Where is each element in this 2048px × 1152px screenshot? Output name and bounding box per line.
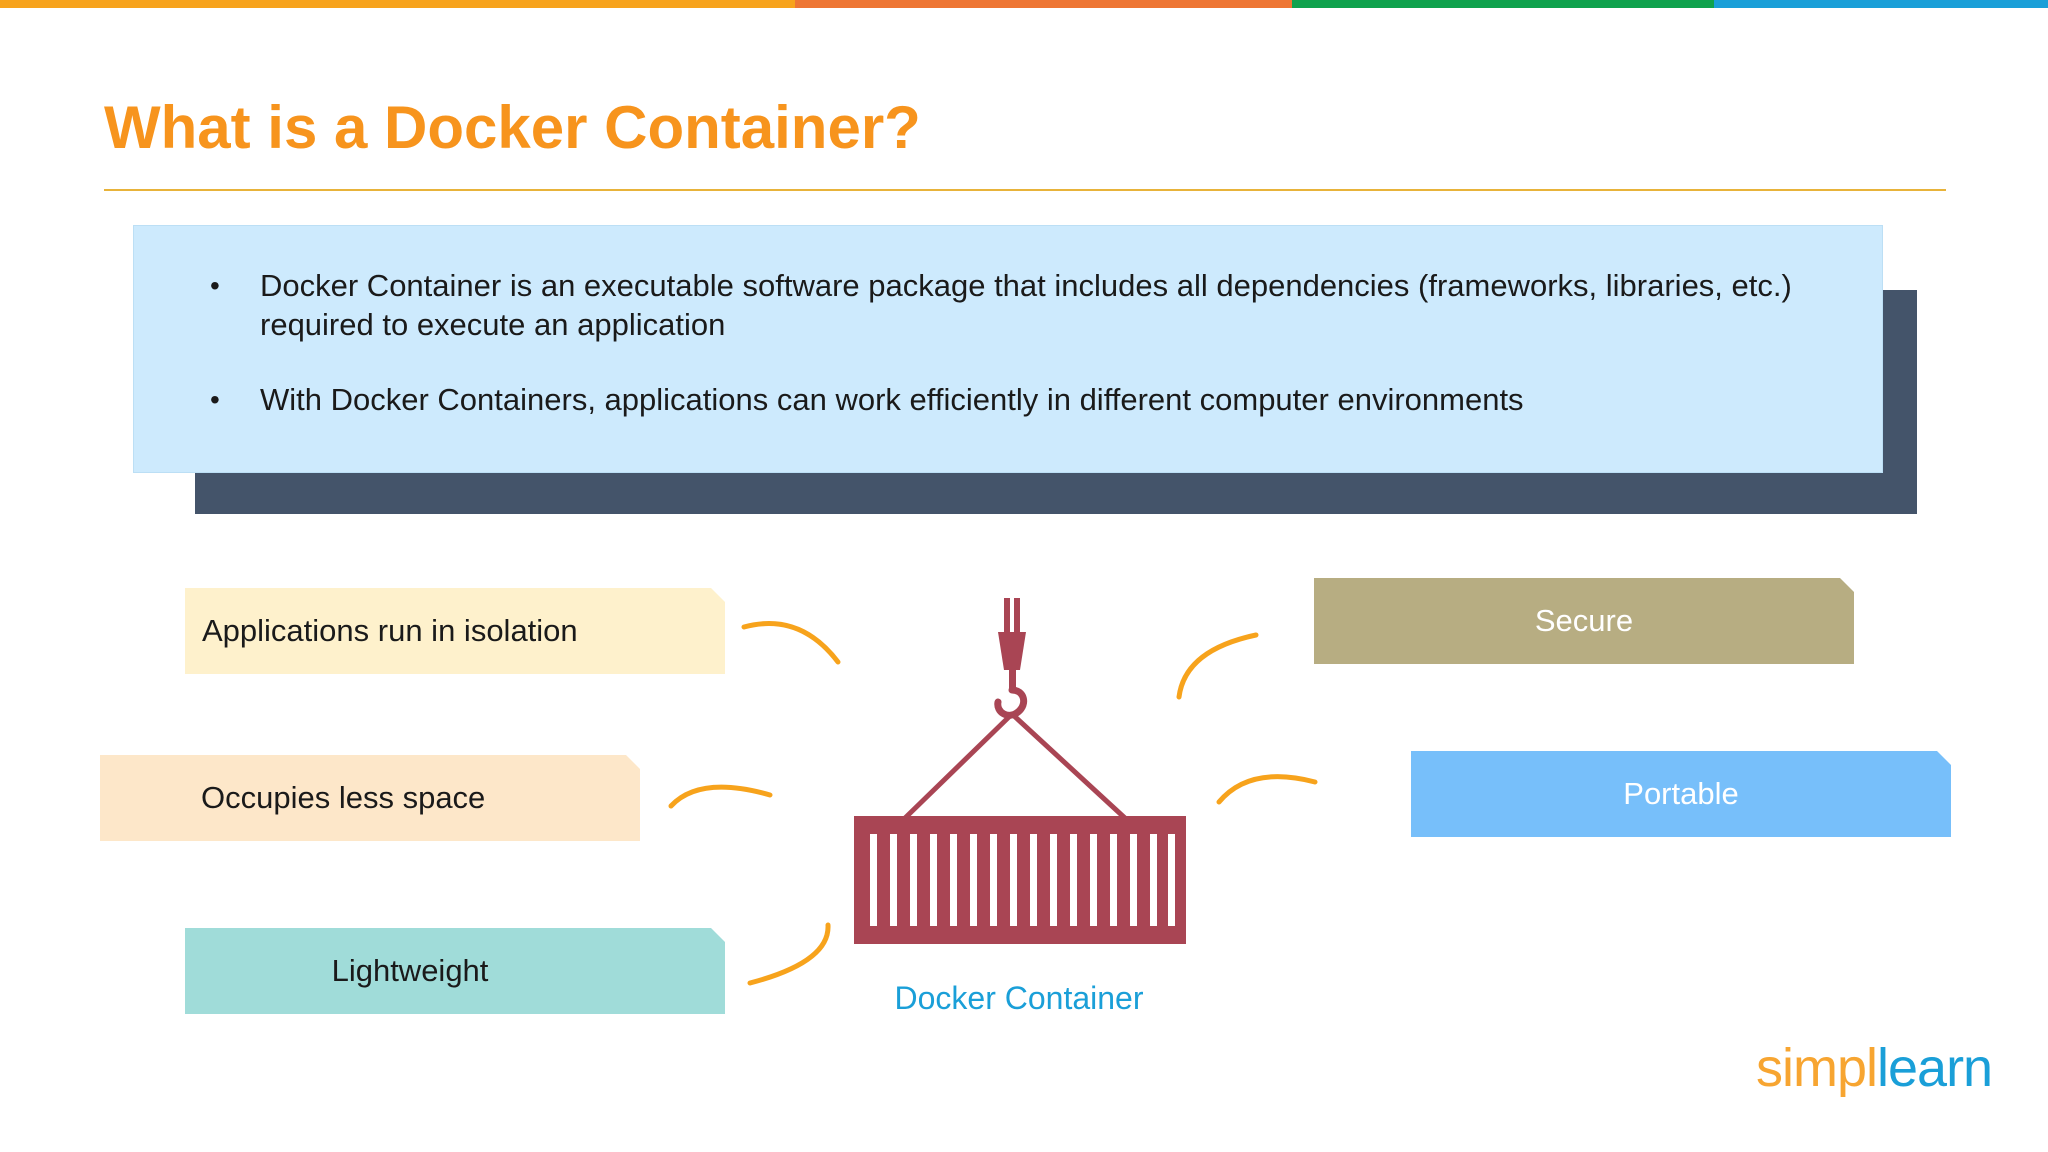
title-underline — [104, 189, 1946, 191]
slide-title: What is a Docker Container? — [104, 94, 921, 161]
connector-arc-lightweight — [747, 922, 831, 986]
diagram-label: Docker Container — [894, 980, 1144, 1016]
feature-tag-less-space: Occupies less space — [100, 755, 640, 841]
feature-tag-isolation: Applications run in isolation — [185, 588, 725, 674]
crane-hook-shank — [1009, 668, 1016, 690]
top-color-bar — [0, 0, 2048, 8]
crane-hook — [994, 686, 1028, 719]
connector-arc-less-space — [668, 784, 773, 809]
bullet-dot: • — [210, 270, 220, 301]
simplilearn-logo: simpllearn — [1756, 1038, 1993, 1098]
bullet-text: Docker Container is an executable softwa… — [260, 268, 1792, 342]
bullet-item-definition: • Docker Container is an executable soft… — [134, 266, 1882, 344]
container-sling-right — [1010, 712, 1128, 821]
shipping-container-crane-icon — [854, 598, 1186, 944]
top-bar-segment-green — [1292, 0, 1714, 8]
connector-arc-isolation — [741, 621, 841, 665]
logo-text-simpl: simpl — [1756, 1038, 1878, 1098]
connector-arc-secure — [1176, 632, 1259, 700]
bullet-list: • Docker Container is an executable soft… — [134, 266, 1882, 419]
connector-arc-portable — [1216, 774, 1318, 805]
crane-hook-block — [998, 632, 1026, 670]
bullet-dot: • — [210, 384, 220, 415]
bullet-text: With Docker Containers, applications can… — [260, 382, 1524, 417]
crane-cable-right — [1014, 598, 1020, 634]
logo-text-learn: learn — [1877, 1038, 1993, 1098]
container-ribs — [870, 834, 1175, 926]
top-bar-segment-red-orange — [795, 0, 1292, 8]
info-box: • Docker Container is an executable soft… — [133, 225, 1883, 473]
feature-tag-secure: Secure — [1314, 578, 1854, 664]
feature-tag-lightweight: Lightweight — [185, 928, 725, 1014]
top-bar-segment-orange — [0, 0, 795, 8]
feature-tag-portable: Portable — [1411, 751, 1951, 837]
top-bar-segment-blue — [1714, 0, 2048, 8]
crane-cable-left — [1004, 598, 1010, 634]
bullet-item-environments: • With Docker Containers, applications c… — [134, 380, 1882, 419]
container-sling-left — [902, 712, 1014, 821]
